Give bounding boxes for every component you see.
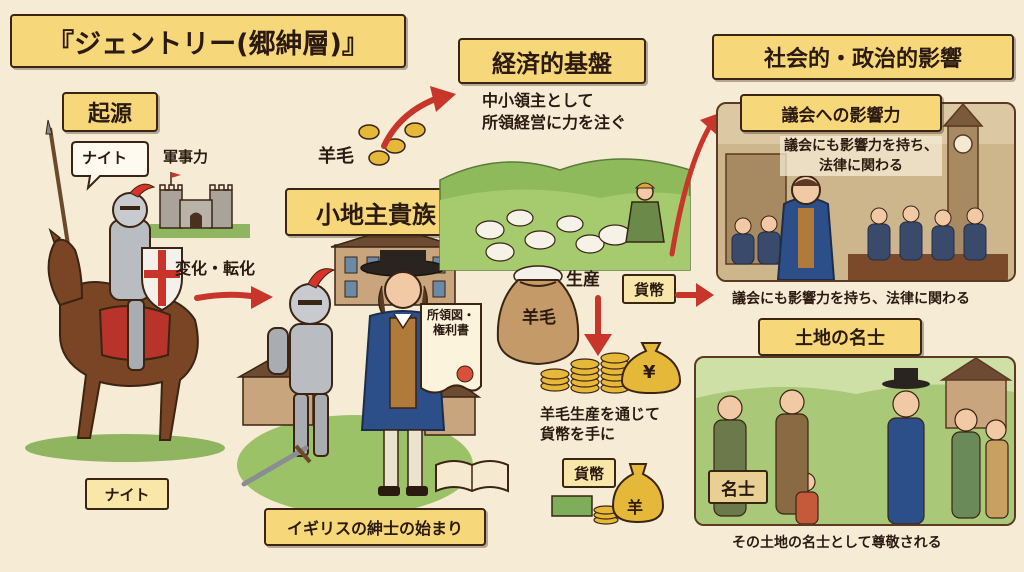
transition-label: 変化・転化 <box>175 259 256 278</box>
arrow-down-icon <box>584 295 612 356</box>
center-bottom-banner: イギリスの紳士の始まり <box>264 508 486 546</box>
large-money-bag-glyph: 羊 <box>627 498 644 517</box>
currency-tag-text: 貨幣 <box>633 280 664 299</box>
document-scroll-icon <box>420 303 482 394</box>
arrow-origin-to-center-icon <box>194 286 273 309</box>
currency-tag-2-text: 貨幣 <box>573 464 604 483</box>
origin-header: 起源 <box>62 92 158 132</box>
meishi-sign-text: 名士 <box>721 479 755 500</box>
local-notable-scene-panel <box>694 356 1016 526</box>
class-banner: 小地主貴族 <box>285 188 467 236</box>
economic-header-label: 経済的基盤 <box>492 49 612 78</box>
meishi-sign: 名士 <box>708 470 768 504</box>
social-header: 社会的・政治的影響 <box>712 34 1014 80</box>
local-banner: 土地の名士 <box>758 318 922 356</box>
currency-tag-2: 貨幣 <box>562 458 616 488</box>
sword-icon <box>241 444 312 487</box>
arrow-center-to-economic-icon <box>381 86 456 149</box>
open-book-icon <box>435 460 509 493</box>
class-banner-label: 小地主貴族 <box>316 200 436 229</box>
title-banner: 『ジェントリー(郷紳層)』 <box>10 14 406 68</box>
sheep-pasture-illustration <box>439 158 691 271</box>
origin-header-label: 起源 <box>87 102 132 127</box>
knight-caption-text: ナイト <box>104 485 150 504</box>
cash-and-coins-icon <box>551 495 619 525</box>
center-bottom-banner-label: イギリスの紳士の始まり <box>286 519 463 538</box>
coins-icon <box>358 122 426 166</box>
knight-on-horse-illustration <box>25 119 225 462</box>
villagers-illustration <box>696 358 1014 524</box>
large-money-bag-icon <box>611 463 665 524</box>
page-title: 『ジェントリー(郷紳層)』 <box>47 28 369 60</box>
wool-label: 羊毛 <box>318 146 354 167</box>
through-wool-text: 羊毛生産を通じて 貨幣を手に <box>540 405 661 443</box>
parliament-caption: 議会にも影響力を持ち、法律に関わる <box>732 291 970 307</box>
money-bag-yen: ¥ <box>643 362 656 383</box>
castle-icon <box>150 172 250 238</box>
parliament-text: 議会にも影響力を持ち、 法律に関わる <box>780 136 942 176</box>
money-bag-icon <box>620 342 682 395</box>
knight-caption: ナイト <box>85 478 169 510</box>
wool-sack-icon <box>496 265 580 366</box>
currency-tag: 貨幣 <box>622 274 676 304</box>
wool-sack-label: 羊毛 <box>522 308 556 328</box>
gentleman-illustration <box>360 250 446 496</box>
local-caption: その土地の名士として尊敬される <box>732 535 942 551</box>
parliament-banner: 議会への影響力 <box>740 94 942 132</box>
management-text: 中小領主として 所領経営に力を注ぐ <box>482 91 627 132</box>
military-power-label: 軍事力 <box>163 148 209 166</box>
speech-bubble <box>71 141 149 191</box>
arrow-to-local-icon <box>675 283 714 307</box>
production-label: 生産 <box>566 270 600 290</box>
social-header-label: 社会的・政治的影響 <box>763 47 962 72</box>
parliament-banner-label: 議会への影響力 <box>781 105 901 126</box>
economic-header: 経済的基盤 <box>458 38 646 84</box>
armored-knight-illustration <box>267 268 336 457</box>
document-label: 所領図・権利書 <box>426 308 475 337</box>
local-banner-label: 土地の名士 <box>795 328 885 349</box>
speech-bubble-text: ナイト <box>82 149 128 167</box>
